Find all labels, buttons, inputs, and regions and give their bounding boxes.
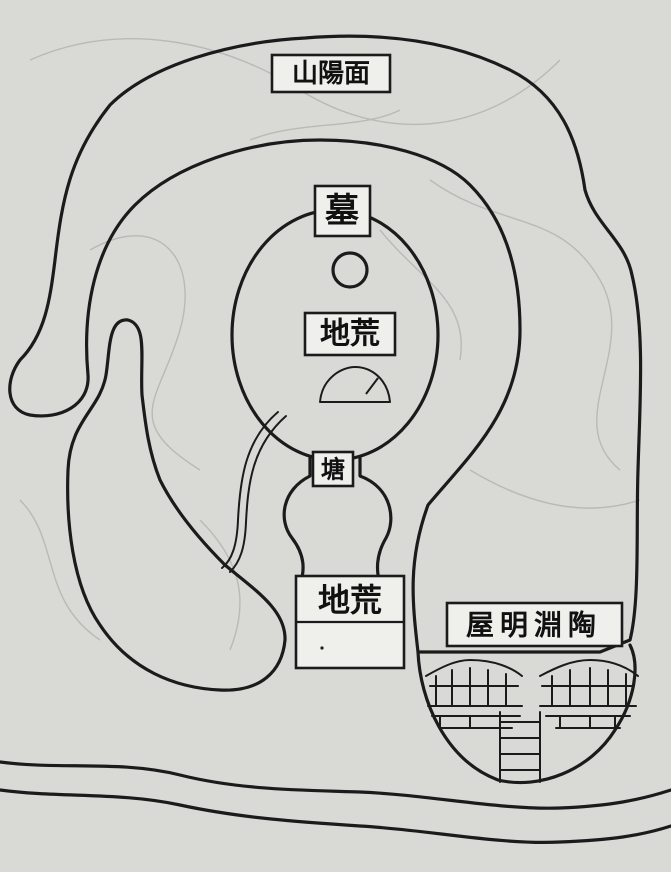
ladder-stairs-icon: [499, 711, 541, 783]
label-waste-land-lower-text: 地荒: [318, 581, 382, 619]
label-waste-land-upper: 地荒: [303, 311, 397, 357]
residence-bowl: [416, 643, 637, 785]
stream-left-inner: [229, 415, 287, 573]
stream-left: [221, 411, 279, 569]
outer-mountain-contour: [8, 34, 643, 654]
pond-neck-shape: [282, 456, 393, 587]
label-mountain-south: 山陽面: [270, 53, 392, 94]
label-waste-land-upper-text: 地荒: [320, 317, 380, 352]
wavy-river-lines: [0, 760, 671, 844]
label-tomb: 墓: [313, 184, 372, 238]
half-circle-icon: [319, 366, 391, 403]
label-residence-text: 屋明淵陶: [466, 609, 602, 642]
pavilion-roof-icon: [425, 659, 523, 729]
circle-icon: [331, 251, 369, 289]
label-waste-land-lower: 地荒: [318, 581, 382, 619]
residence-compound: [416, 643, 639, 785]
inner-finger-contour: [66, 318, 287, 692]
label-residence: 屋明淵陶: [445, 601, 624, 648]
river-lower-line: [0, 788, 671, 844]
label-pond-text: 塘: [321, 455, 345, 484]
river-upper-line: [0, 760, 671, 810]
label-pond: 塘: [311, 450, 355, 488]
label-tomb-text: 墓: [324, 191, 360, 231]
label-mountain-south-text: 山陽面: [292, 59, 370, 89]
pavilion-roof-icon: [539, 659, 639, 729]
lower-box-dot: [320, 646, 324, 650]
